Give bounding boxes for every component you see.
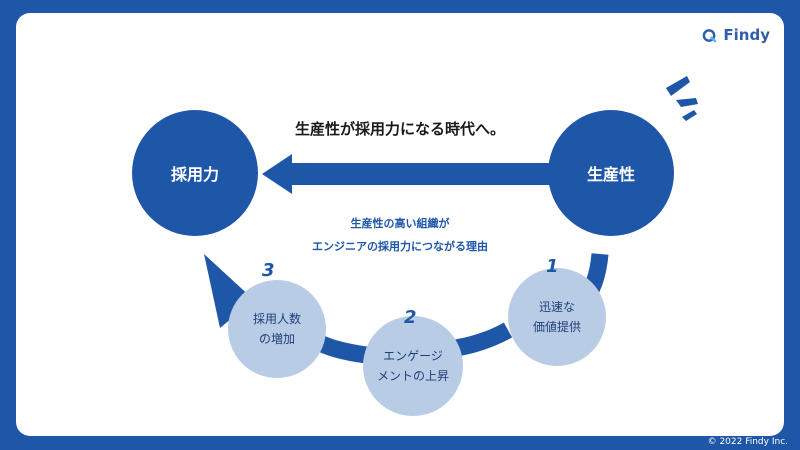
step-1-number: 1 xyxy=(546,256,559,277)
findy-logo: Findy xyxy=(702,26,770,44)
step-1-node: 迅速な 価値提供 xyxy=(508,268,606,366)
step-2-number: 2 xyxy=(404,307,417,328)
step-2-line-1: エンゲージ xyxy=(383,349,443,363)
hiring-power-node: 採用力 xyxy=(132,110,258,236)
step-2-line-2: メントの上昇 xyxy=(376,369,449,383)
step-3-number: 3 xyxy=(262,260,275,281)
step-1-line-2: 価値提供 xyxy=(532,320,581,334)
productivity-label: 生産性 xyxy=(586,165,635,184)
emphasis-marks-icon xyxy=(666,76,698,121)
step-2-node: エンゲージ メントの上昇 xyxy=(363,316,463,416)
step-3-node: 採用人数 の増加 xyxy=(228,280,326,378)
headline: 生産性が採用力になる時代へ。 xyxy=(294,120,505,138)
productivity-node: 生産性 xyxy=(548,110,674,236)
logo-text: Findy xyxy=(723,26,770,44)
hiring-power-label: 採用力 xyxy=(170,165,219,184)
step-3-line-2: の増加 xyxy=(258,332,295,346)
findy-logo-icon xyxy=(703,28,717,42)
step-1-line-1: 迅速な xyxy=(538,300,575,314)
main-arrow-icon xyxy=(262,154,552,194)
step-3-line-1: 採用人数 xyxy=(252,312,301,326)
copyright-text: © 2022 Findy Inc. xyxy=(707,437,788,447)
subtitle-line-1: 生産性の高い組織が xyxy=(350,217,450,230)
subtitle-line-2: エンジニアの採用力につながる理由 xyxy=(312,240,488,253)
